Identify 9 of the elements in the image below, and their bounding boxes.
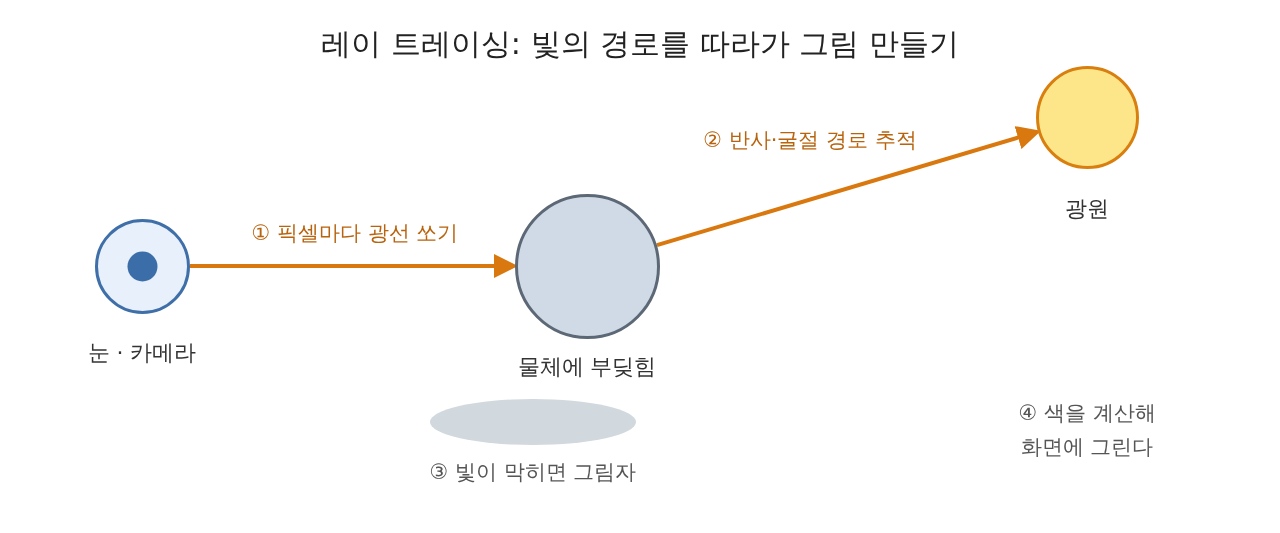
caption-text: 눈 · 카메라 [87,339,197,367]
caption-text: 광원 [1065,195,1109,223]
eye-camera-circle [94,218,190,314]
caption-text: 물체에 부딪힘 [517,353,657,381]
object-sphere [514,193,660,339]
note-text: ④ 색을 계산해 화면에 그린다 [1017,400,1157,461]
diagram-title: 레이 트레이싱: 빛의 경로를 따라가 그림 만들기 [320,25,960,63]
note-text: ③ 빛이 막히면 그림자 [429,459,637,486]
light-source-circle [1035,65,1139,169]
